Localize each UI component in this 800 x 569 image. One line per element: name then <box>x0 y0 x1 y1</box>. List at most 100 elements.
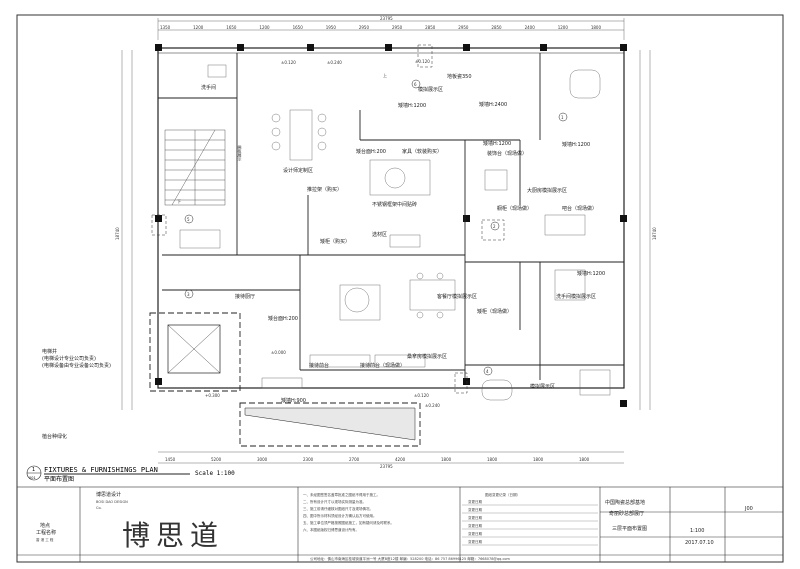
label-elevator-well: 电梯井 <box>42 348 57 355</box>
structural-columns <box>155 44 627 407</box>
note-1: 二、所有设计尺寸以现场实际测量为准。 <box>303 499 366 504</box>
side-dimensions <box>121 50 651 410</box>
label-reception-desk2: 接待前台（现场做） <box>360 362 405 369</box>
bottom-segment-3: 2300 <box>303 457 314 462</box>
note-5: 六、本图纸版权归博思道设计所有。 <box>303 527 359 532</box>
bottom-dimensions <box>158 451 624 464</box>
furniture-outlines <box>179 64 611 401</box>
label-sauna-zone: 桑拿房模拟展示区 <box>407 353 447 360</box>
plan-title-sheet: 001 <box>29 476 36 480</box>
total-width-bottom: 23795 <box>380 464 393 469</box>
company-logo: 博思道 <box>122 519 224 552</box>
label-counter-200: 矮台面H:200 <box>356 148 386 155</box>
top-segment-9: 2950 <box>458 25 469 30</box>
level-0120c: ±0.120 <box>414 393 429 398</box>
bottom-segment-5: 4200 <box>395 457 406 462</box>
label-kitchen-zone: 大厨房模拟展示区 <box>527 187 567 194</box>
company-footer: 公司地址：佛山市南海区桂城街道平洲一号 大厦B座12楼 邮编：528200 电话… <box>310 556 511 561</box>
revision-row-1: 变更日期 <box>468 507 482 512</box>
label-wash-zone: 洗手间模拟展示区 <box>556 293 596 300</box>
label-cabinet-purchase: 矮柜（购买） <box>320 238 350 245</box>
top-segment-7: 2950 <box>392 25 403 30</box>
bottom-segment-9: 1800 <box>579 457 590 462</box>
label-rack-purchase: 推拉架（购买） <box>307 186 342 193</box>
sheet-number: J00 <box>744 506 753 512</box>
label-cabinet-site: 橱柜（现场做） <box>497 205 532 212</box>
revision-row-3: 变更日期 <box>468 523 482 528</box>
label-cabinet-site2: 矮柜（现场做） <box>477 308 512 315</box>
top-segment-4: 1650 <box>293 25 304 30</box>
elevator-shaft <box>149 312 241 392</box>
marker-5: 5 <box>187 217 190 222</box>
bottom-segment-6: 1800 <box>441 457 452 462</box>
level-0120b: ±0.120 <box>415 59 430 64</box>
client-line1: 中国陶瓷总部基地 <box>605 499 645 506</box>
label-decor-counter: 装饰台（现场做） <box>487 150 527 157</box>
note-2: 三、施工前请仔细核对图纸尺寸及现场情况。 <box>303 506 373 511</box>
top-segment-13: 1800 <box>591 25 602 30</box>
section-markers <box>184 79 568 376</box>
dashed-partitions <box>151 44 505 394</box>
level-0240b: ±0.240 <box>425 403 440 408</box>
planter-strip <box>239 402 421 447</box>
company-name-en: BOSI DAO DESIGN <box>96 500 128 504</box>
location-label: 地点 <box>40 522 50 529</box>
top-segment-labels: 1350 1200 1650 1200 1650 1950 2950 2950 2850 2950… <box>160 25 601 30</box>
label-elevator-note2: (电梯设备由专业设备公司负责) <box>42 362 111 369</box>
bottom-segment-4: 2700 <box>349 457 360 462</box>
project-value: 香 港 工 程 <box>36 537 54 542</box>
label-reception-desk1: 接待前台 <box>309 362 329 369</box>
label-dwarf-wall-1200a: 矮墙H:1200 <box>398 102 426 109</box>
drawing-name: 三层平面布置图 <box>612 525 647 532</box>
label-dwarf-wall-1200c: 矮墙H:1200 <box>577 270 605 277</box>
total-width-top: 23795 <box>380 16 393 21</box>
marker-3: 3 <box>187 292 190 297</box>
company-name: 博思道设计 <box>96 491 121 498</box>
plan-title-scale: Scale 1:100 <box>195 470 235 477</box>
label-dwarf-wall-1200b: 矮墙H:1200 <box>483 140 511 147</box>
label-model-zone-top: 模拟展示区 <box>418 86 443 93</box>
plan-title-english: FIXTURES & FURNISHINGS PLAN <box>44 466 158 474</box>
outer-walls <box>157 47 625 389</box>
title-block-frame <box>16 486 784 563</box>
top-segment-12: 1200 <box>558 25 569 30</box>
top-segment-8: 2850 <box>425 25 436 30</box>
bottom-segment-2: 3000 <box>257 457 268 462</box>
label-restaurant-zone: 客餐厅模拟展示区 <box>437 293 477 300</box>
revision-row-0: 变更日期 <box>468 499 482 504</box>
top-segment-2: 1650 <box>226 25 237 30</box>
plan-title-chinese: 平面布置图 <box>44 475 74 483</box>
drawing-date: 2017.07.10 <box>685 540 714 546</box>
top-segment-0: 1350 <box>160 25 171 30</box>
label-design-zone: 设计师定制区 <box>283 167 313 174</box>
revision-row-5: 变更日期 <box>468 539 482 544</box>
label-dwarf-wall-1200d: 矮墙H:1200 <box>562 141 590 148</box>
client-line2: 奇丽砂总部展厅 <box>609 510 644 517</box>
label-elevator-note1: (电梯设计专业公司负责) <box>42 355 96 362</box>
revision-row-2: 变更日期 <box>468 515 482 520</box>
bottom-segment-7: 1800 <box>487 457 498 462</box>
label-shelf: 不锈钢框架中间贴砖 <box>372 201 417 208</box>
bottom-segment-0: 1450 <box>165 457 176 462</box>
level-0240a: ±0.240 <box>327 60 342 65</box>
label-furniture: 家具（软装购买） <box>402 148 442 155</box>
label-reception: 接待厨厅 <box>235 293 255 300</box>
bottom-segment-8: 1800 <box>533 457 544 462</box>
interior-walls <box>158 53 624 380</box>
company-name-en2: Co. <box>96 506 102 510</box>
label-greenery: 植台种绿化 <box>42 433 67 440</box>
top-segment-1: 1200 <box>193 25 204 30</box>
top-segment-5: 1950 <box>326 25 337 30</box>
label-washroom: 洗手间 <box>201 84 216 91</box>
height-right: 18740 <box>652 227 657 240</box>
label-bar-site: 吧台（现场做） <box>562 205 597 212</box>
top-segment-11: 2400 <box>525 25 536 30</box>
top-segment-6: 2950 <box>359 25 370 30</box>
note-0: 一、未经图签签名盖章批准之图纸不得用于施工。 <box>303 492 380 497</box>
revision-row-4: 变更日期 <box>468 531 482 536</box>
stair-up: 上 <box>383 72 387 78</box>
staircase <box>164 129 226 206</box>
